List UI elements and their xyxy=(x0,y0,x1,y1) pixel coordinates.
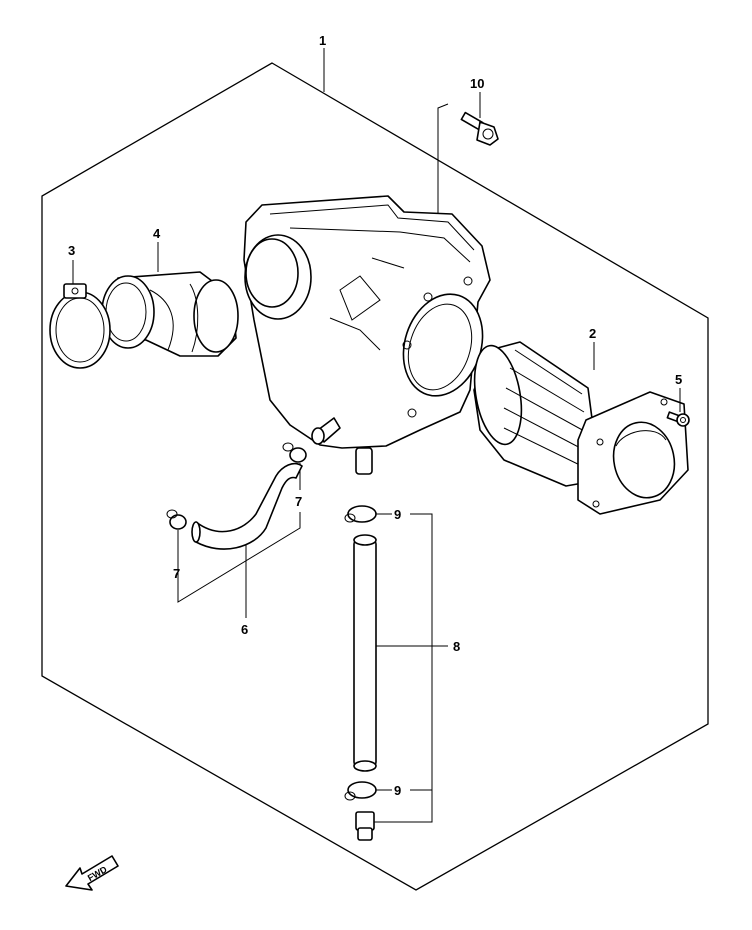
hose-6[interactable] xyxy=(191,462,303,550)
leader-6-bracket xyxy=(177,512,301,603)
callout-5: 5 xyxy=(675,372,682,387)
bolt-10[interactable] xyxy=(460,111,499,146)
clip-9-upper[interactable] xyxy=(344,505,377,523)
screw-5[interactable] xyxy=(666,411,690,427)
clip-7-lower[interactable] xyxy=(166,509,187,530)
callout-1: 1 xyxy=(319,33,326,48)
drain-plug[interactable] xyxy=(355,811,375,841)
callout-7-lower: 7 xyxy=(173,566,180,581)
callout-3: 3 xyxy=(68,243,75,258)
filter-element-2[interactable] xyxy=(468,341,689,515)
callout-9-upper: 9 xyxy=(394,507,401,522)
callout-9-lower: 9 xyxy=(394,783,401,798)
callout-7-upper: 7 xyxy=(295,494,302,509)
fwd-arrow-icon: FWD xyxy=(65,855,119,891)
clip-9-lower[interactable] xyxy=(344,781,377,801)
callout-8: 8 xyxy=(453,639,460,654)
callout-2: 2 xyxy=(589,326,596,341)
drain-tube-8[interactable] xyxy=(353,534,377,772)
air-cleaner-case[interactable] xyxy=(243,195,495,475)
clip-7-upper[interactable] xyxy=(282,442,307,463)
clamp-3[interactable] xyxy=(49,283,111,369)
callout-6: 6 xyxy=(241,622,248,637)
callout-10: 10 xyxy=(470,76,484,91)
leader-9-8-bracket xyxy=(374,513,433,823)
assembly-boundary xyxy=(41,62,709,891)
callout-4: 4 xyxy=(153,226,161,241)
intake-tube-4[interactable] xyxy=(101,271,239,357)
